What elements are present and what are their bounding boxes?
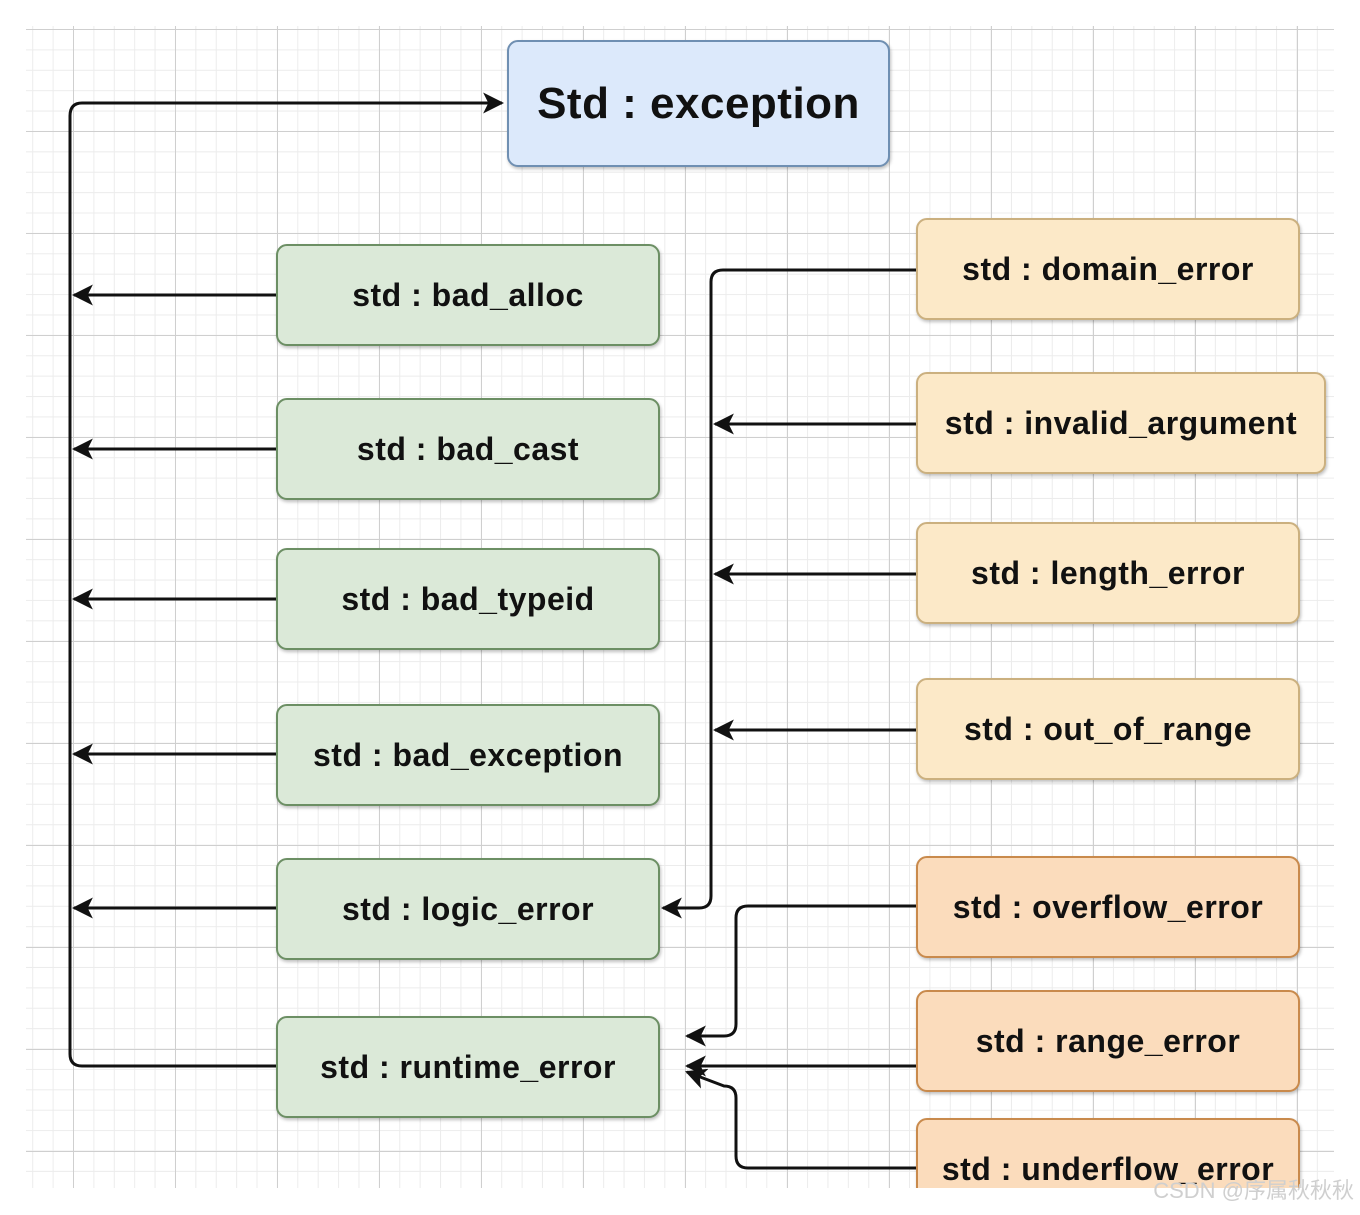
node-label: std : invalid_argument <box>944 404 1298 441</box>
node-length-error: std : length_error <box>916 522 1300 624</box>
node-bad-cast: std : bad_cast <box>276 398 660 500</box>
root-node: Std : exception <box>507 40 890 167</box>
node-label: std : logic_error <box>341 890 595 927</box>
node-label: std : length_error <box>971 554 1245 591</box>
node-logic-error: std : logic_error <box>276 858 660 960</box>
node-invalid-argument: std : invalid_argument <box>916 372 1326 474</box>
node-range-error: std : range_error <box>916 990 1300 1092</box>
node-domain-error: std : domain_error <box>916 218 1300 320</box>
node-label: std : bad_alloc <box>352 276 584 313</box>
node-bad-exception: std : bad_exception <box>276 704 660 806</box>
node-bad-typeid: std : bad_typeid <box>276 548 660 650</box>
connector-layer <box>68 92 916 1170</box>
node-label: std : underflow_error <box>941 1150 1275 1187</box>
node-label: std : out_of_range <box>963 710 1253 747</box>
node-label: std : overflow_error <box>952 888 1264 925</box>
node-label: std : domain_error <box>962 250 1254 287</box>
overflow-error-arrow <box>684 904 916 1047</box>
node-overflow-error: std : overflow_error <box>916 856 1300 958</box>
diagram-canvas: Std : exception std : bad_alloc std : ba… <box>26 26 1334 1188</box>
node-runtime-error: std : runtime_error <box>276 1016 660 1118</box>
root-label: Std : exception <box>537 78 860 128</box>
node-bad-alloc: std : bad_alloc <box>276 244 660 346</box>
node-label: std : bad_exception <box>313 736 623 773</box>
domain-error-arrow <box>660 268 916 919</box>
node-label: std : runtime_error <box>320 1048 616 1085</box>
node-out-of-range: std : out_of_range <box>916 678 1300 780</box>
node-label: std : bad_typeid <box>341 580 595 617</box>
watermark-text: CSDN @序属秋秋秋 <box>1153 1178 1354 1203</box>
node-label: std : range_error <box>975 1022 1241 1059</box>
trunk-to-root-arrow <box>68 92 505 1068</box>
node-underflow-error: std : underflow_error <box>916 1118 1300 1188</box>
underflow-error-arrow <box>685 1068 916 1170</box>
node-label: std : bad_cast <box>356 430 580 467</box>
